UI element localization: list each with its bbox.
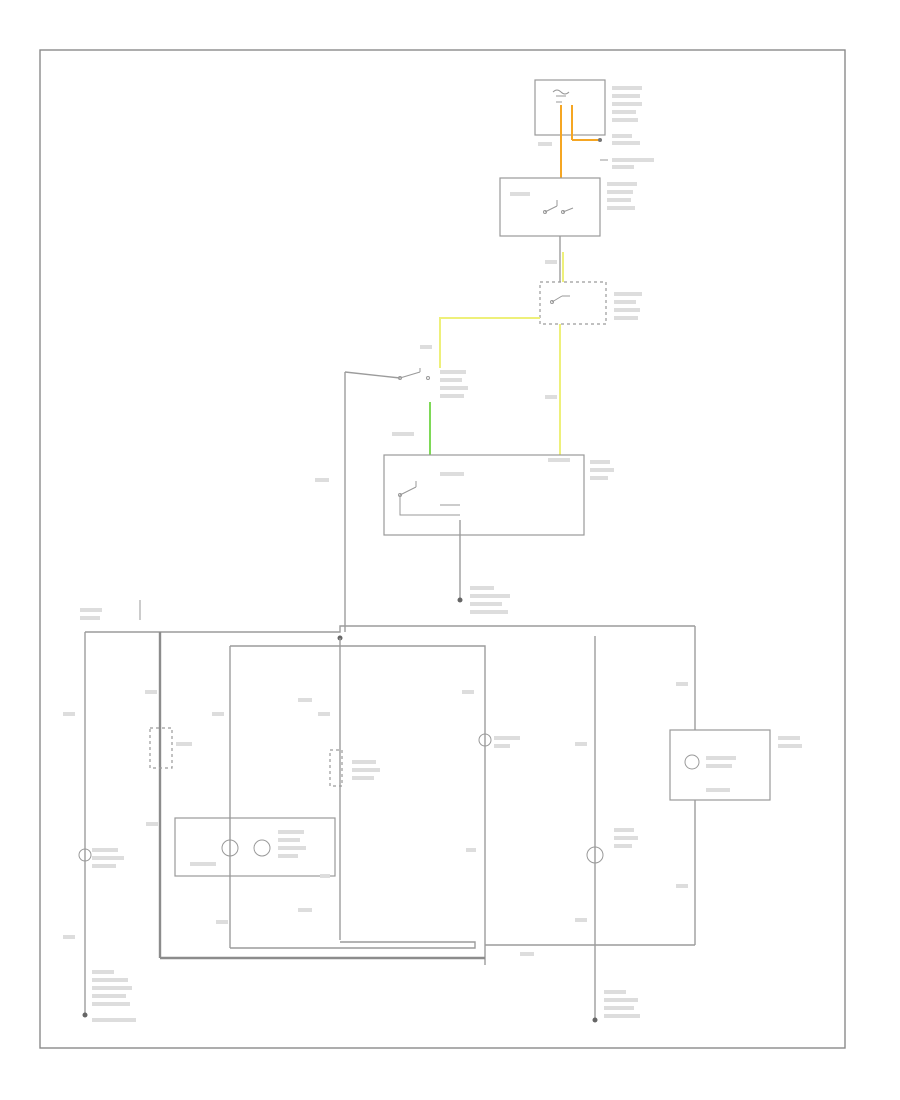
switch-icon — [544, 200, 574, 213]
ground-g200-label — [470, 586, 510, 614]
splice-dot — [598, 138, 602, 142]
dimmer-switch-assembly — [539, 281, 607, 325]
courtesy-relay — [383, 454, 585, 536]
courtesy-lamp-left — [78, 848, 124, 868]
ground-g302 — [82, 1012, 88, 1018]
ground-g301-label — [604, 990, 640, 1018]
courtesy-lamp-right — [586, 828, 638, 864]
door-jamb-switch — [149, 727, 192, 769]
courtesy-relay-label — [590, 460, 614, 480]
glove-box-lamp — [174, 817, 336, 877]
connector-label-block — [538, 134, 654, 169]
relay-icon — [399, 481, 460, 516]
dimmer-switch-label — [614, 292, 642, 320]
yellow-wire-left — [439, 317, 540, 368]
fuse-block-top-label — [612, 86, 642, 122]
bulb-icon — [78, 848, 92, 862]
yellow-wire-group — [439, 317, 561, 455]
ground-return-inner — [230, 941, 476, 949]
wire-color-labels — [63, 260, 688, 939]
ground-g301 — [592, 1017, 598, 1023]
ground-g302-label — [92, 970, 136, 1022]
trunk-lamp — [478, 733, 520, 748]
orange-wire-group — [560, 105, 602, 178]
left-bus-label — [80, 600, 141, 620]
wire-luggage-top — [344, 371, 401, 379]
light-control-switch-label — [607, 182, 637, 210]
diagram-frame — [39, 49, 846, 1049]
luggage-compartment-switch — [398, 368, 468, 398]
bus-inner — [230, 645, 486, 965]
dome-lamp — [329, 749, 380, 787]
main-bus — [85, 625, 695, 633]
fuse-block-top — [534, 79, 606, 136]
ground-g200 — [457, 597, 463, 603]
overhead-console — [669, 729, 802, 801]
fuse-icon — [552, 89, 570, 95]
light-control-switch — [499, 177, 601, 237]
